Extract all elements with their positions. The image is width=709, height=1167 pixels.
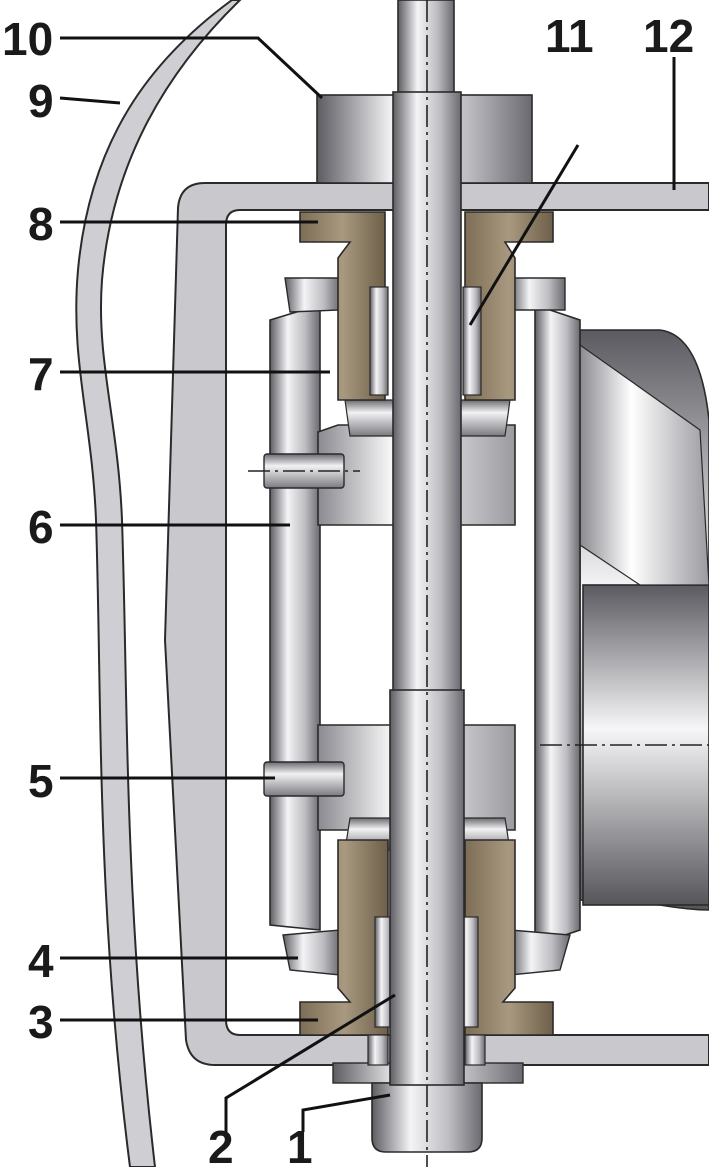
part-6-housing-left — [269, 303, 321, 931]
callout-11: 11 — [545, 10, 594, 62]
callout-12: 12 — [643, 10, 694, 62]
part-1-bottom-cap — [371, 1082, 483, 1153]
part-8-upper-bushing-left — [299, 211, 386, 401]
callout-6: 6 — [28, 501, 54, 553]
callout-8: 8 — [28, 198, 54, 250]
kingpin-shaft-upper — [397, 0, 455, 96]
leader-2 — [224, 993, 396, 1132]
callout-5: 5 — [28, 755, 54, 807]
bottom-seal-right — [464, 1034, 486, 1066]
upper-housing-ring-right — [509, 277, 566, 311]
leader-1 — [301, 1093, 391, 1132]
part-11-liner-left — [369, 286, 389, 396]
leader-10 — [60, 36, 324, 100]
part-8-upper-bushing-right — [464, 211, 554, 401]
leader-lines — [59, 36, 676, 1132]
part-4-lower-ring-left — [282, 929, 341, 976]
upper-housing-ring-left — [284, 277, 341, 313]
callout-labels: 10 9 8 7 6 5 4 3 2 1 11 12 — [2, 10, 694, 1167]
callout-2: 2 — [208, 1121, 234, 1167]
leader-11 — [468, 144, 580, 326]
part-11-liner-right — [462, 286, 482, 396]
part-12-knuckle-frame — [163, 182, 709, 1066]
bottom-seal-left — [367, 1034, 389, 1066]
leader-9 — [59, 96, 121, 105]
part-5-lower-lock-pin — [263, 761, 345, 797]
callout-10: 10 — [2, 13, 53, 65]
part-6-housing-right — [534, 303, 581, 947]
callout-4: 4 — [28, 935, 54, 987]
part-4-lower-ring-right — [509, 929, 571, 976]
callout-1: 1 — [287, 1121, 313, 1167]
callout-3: 3 — [28, 996, 54, 1048]
part-9-arm — [75, 0, 242, 1167]
callout-9: 9 — [28, 75, 54, 127]
callout-7: 7 — [28, 348, 54, 400]
